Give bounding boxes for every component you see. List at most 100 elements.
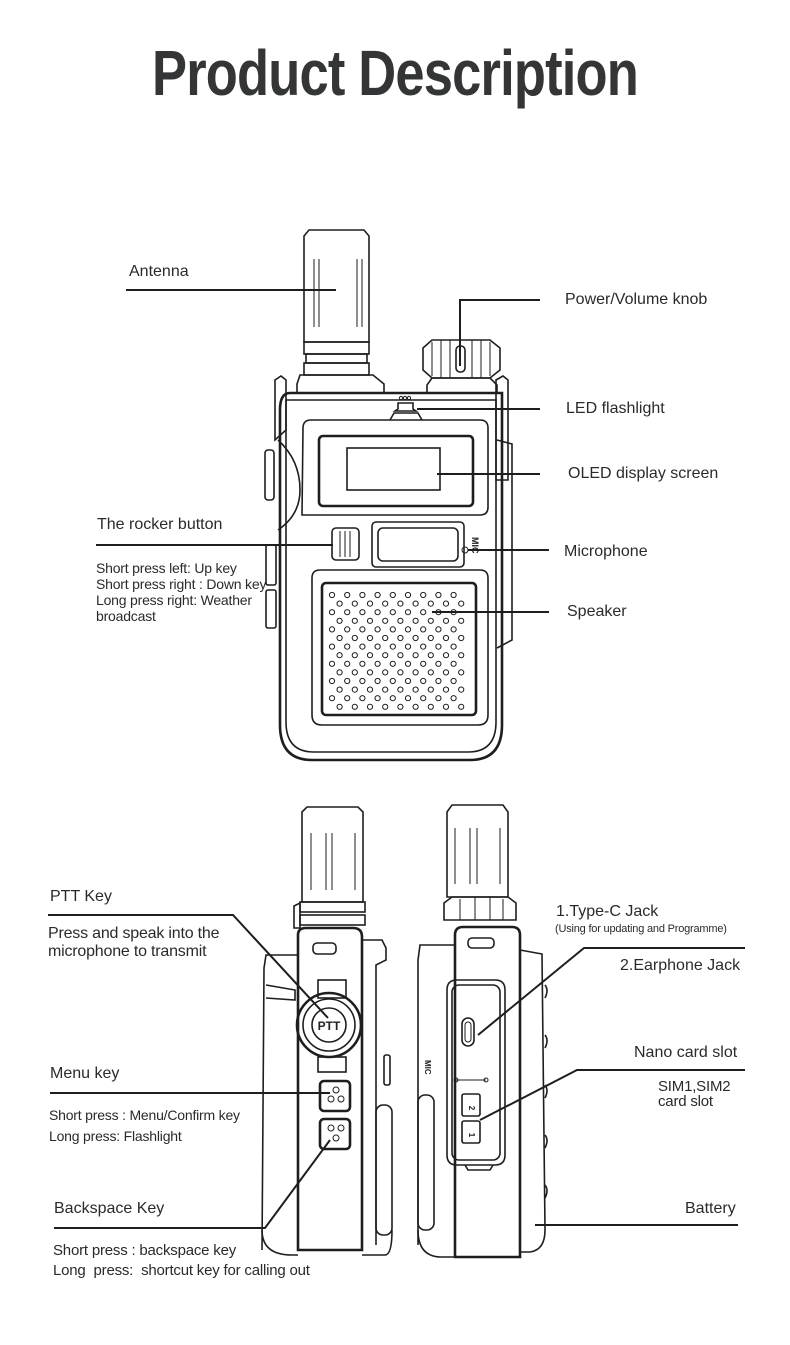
speaker-hole — [351, 686, 358, 693]
speaker-hole — [389, 660, 396, 667]
speaker-hole — [397, 600, 404, 607]
earphone-jack-label: 2.Earphone Jack — [620, 957, 741, 974]
speaker-hole — [366, 669, 374, 676]
speaker-hole — [351, 617, 358, 624]
speaker-hole — [404, 626, 412, 633]
menu-note: Short press : Menu/Confirm key — [49, 1107, 240, 1123]
speaker-hole — [328, 609, 336, 616]
speaker-hole — [382, 686, 389, 693]
nano-card-slot-label: Nano card slot — [634, 1044, 738, 1061]
front-body-inner — [285, 399, 497, 753]
speaker-hole — [404, 660, 412, 667]
speaker-hole — [389, 591, 396, 599]
speaker-hole — [404, 591, 412, 599]
speaker-hole — [420, 677, 427, 685]
speaker-hole — [359, 609, 366, 616]
speaker-hole — [336, 669, 343, 676]
speaker-hole — [374, 643, 381, 650]
rocker-button-label: The rocker button — [97, 516, 223, 533]
speaker-hole — [389, 643, 396, 650]
ptt-note: microphone to transmit — [48, 943, 207, 960]
speaker-hole — [336, 652, 343, 659]
right-mic-marking: MIC — [423, 1060, 432, 1075]
speaker-hole — [359, 626, 366, 633]
speaker-hole — [336, 600, 343, 607]
speaker-hole — [458, 652, 465, 659]
speaker-hole — [420, 626, 427, 633]
speaker-hole — [397, 669, 404, 676]
speaker-hole — [336, 634, 343, 642]
speaker-hole — [427, 686, 434, 693]
ptt-button-text: PTT — [318, 1019, 341, 1033]
speaker-hole — [351, 669, 358, 676]
speaker-hole — [397, 617, 404, 624]
speaker-hole — [374, 609, 381, 616]
speaker-hole — [435, 660, 442, 667]
rocker-notes: Short press left: Up key Short press rig… — [96, 560, 266, 624]
speaker-hole — [435, 643, 442, 650]
oled-screen-drawing — [346, 447, 441, 491]
speaker-hole — [458, 617, 465, 624]
backspace-key-label: Backspace Key — [54, 1200, 165, 1217]
leader-lines — [48, 289, 745, 1229]
speaker-hole — [450, 677, 457, 685]
speaker-hole — [344, 609, 351, 616]
nano-note: card slot — [658, 1093, 713, 1110]
antenna-label: Antenna — [129, 263, 189, 280]
speaker-hole — [404, 609, 412, 616]
speaker-hole — [412, 652, 419, 659]
left-side-view-radio: PTT — [261, 806, 393, 1256]
speaker-hole — [351, 652, 358, 659]
speaker-hole — [412, 600, 419, 607]
speaker-hole — [397, 686, 404, 693]
speaker-hole — [359, 643, 366, 650]
speaker-hole — [328, 626, 336, 633]
speaker-hole — [442, 703, 450, 710]
speaker-hole — [427, 703, 434, 710]
ptt-key-label: PTT Key — [50, 888, 112, 905]
sim1-slot-drawing — [461, 1120, 481, 1144]
speaker-hole — [382, 634, 389, 642]
speaker-hole — [344, 660, 351, 667]
speaker-hole — [366, 600, 374, 607]
oled-display-label: OLED display screen — [568, 465, 719, 482]
speaker-hole — [382, 600, 389, 607]
speaker-hole — [382, 669, 389, 676]
speaker-hole — [412, 669, 419, 676]
speaker-hole — [374, 677, 381, 685]
speaker-hole — [427, 617, 434, 624]
speaker-label: Speaker — [567, 603, 627, 620]
speaker-hole — [366, 617, 374, 624]
speaker-hole — [427, 669, 434, 676]
battery-label: Battery — [685, 1200, 736, 1217]
speaker-hole — [344, 677, 351, 685]
backspace-key-notes: Short press : backspace key Long press: … — [53, 1241, 310, 1281]
speaker-hole — [427, 634, 434, 642]
speaker-hole — [420, 660, 427, 667]
speaker-hole — [450, 591, 457, 599]
speaker-hole — [374, 660, 381, 667]
rocker-note: Short press left: Up key — [96, 560, 237, 576]
speaker-hole — [344, 626, 351, 633]
speaker-hole — [351, 600, 358, 607]
speaker-hole — [344, 643, 351, 650]
speaker-hole — [420, 591, 427, 599]
speaker-hole — [442, 634, 450, 642]
speaker-hole — [359, 695, 366, 702]
rocker-note: Long press right: Weather — [96, 592, 252, 609]
menu-key-drawing — [318, 1079, 352, 1113]
backspace-leader — [54, 1139, 331, 1229]
speaker-hole — [389, 677, 396, 685]
speaker-hole — [458, 634, 465, 642]
speaker-hole — [336, 617, 343, 624]
speaker-hole — [412, 617, 419, 624]
led-flashlight-drawing — [389, 395, 423, 421]
speaker-hole — [450, 626, 457, 633]
speaker-hole — [420, 643, 427, 650]
microphone-hole — [461, 546, 469, 554]
speaker-hole — [458, 703, 465, 710]
speaker-hole — [397, 703, 404, 710]
speaker-hole — [442, 600, 450, 607]
speaker-hole — [458, 669, 465, 676]
speaker-hole — [427, 600, 434, 607]
